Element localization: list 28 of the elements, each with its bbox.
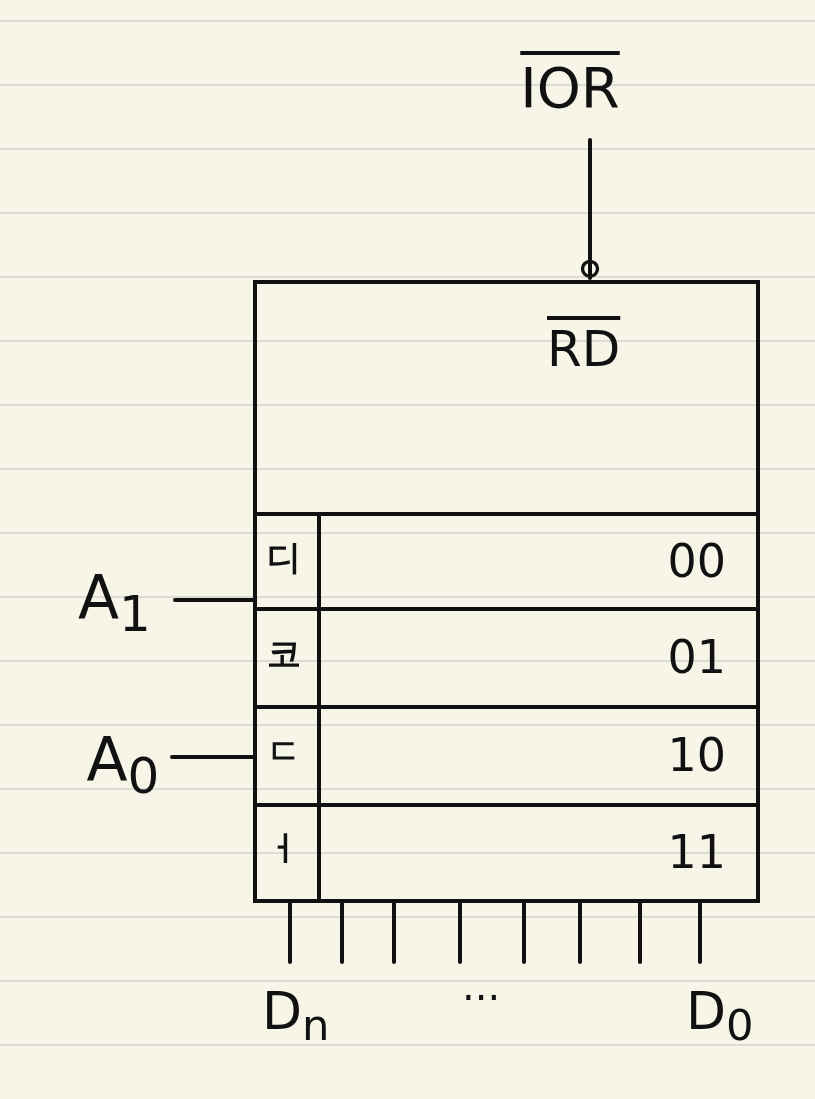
pin-label: ··· <box>462 978 501 1018</box>
decoder-text: ㄷ <box>267 734 301 768</box>
signal-line <box>170 755 255 759</box>
address-code: 01 <box>667 634 726 680</box>
decoder-column <box>257 512 321 899</box>
pin-line <box>288 901 292 964</box>
pin-name: RD <box>547 324 621 374</box>
decoder-text: 코 <box>267 636 301 670</box>
pin-line <box>638 901 642 964</box>
address-code: 11 <box>667 829 726 875</box>
pin-label: D$_{n}$ <box>262 985 330 1048</box>
signal-name: A$_{1}$ <box>62 560 167 635</box>
address-code: 00 <box>667 537 726 584</box>
address-code: 10 <box>667 732 726 778</box>
chip-box <box>253 280 760 903</box>
pin-line <box>522 901 526 964</box>
signal-name: IOR <box>490 40 650 135</box>
pin-line <box>698 901 702 964</box>
pin-line <box>392 901 396 964</box>
decoder-text: 디 <box>267 539 301 574</box>
pin-line <box>458 901 462 964</box>
decoder-text: ㅓ <box>267 831 301 865</box>
inverted-input-line <box>580 138 600 280</box>
pin-line <box>578 901 582 964</box>
signal-line <box>173 598 255 602</box>
pin-label: D$_{0}$ <box>686 985 754 1048</box>
signal-name: A$_{0}$ <box>78 722 168 797</box>
pin-line <box>340 901 344 964</box>
